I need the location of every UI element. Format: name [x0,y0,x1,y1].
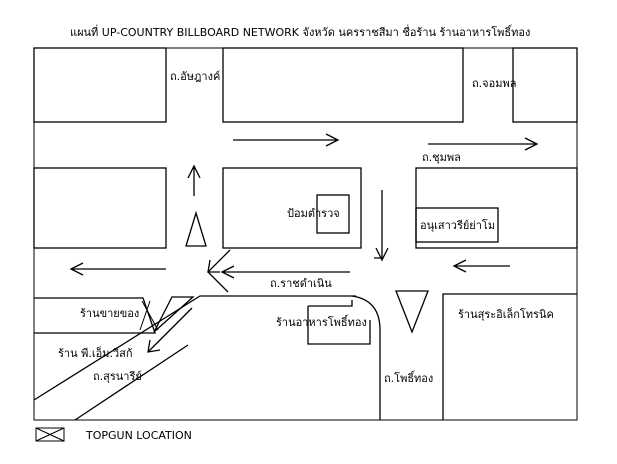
legend-crossed-box-icon [35,427,65,442]
arrow-southwest-icon [147,307,193,353]
restaurant-edge [308,300,353,307]
legend-label: TOPGUN LOCATION [85,429,192,442]
arrow-west-right-icon [452,259,510,273]
triangle-marker-south-icon [395,290,429,334]
map-title: แผนที่ UP-COUNTRY BILLBOARD NETWORK จังห… [70,24,530,39]
shop-gold-label: ร้านขายของ [80,307,139,320]
phothong-road-west-edge [351,295,381,420]
monument-label: อนุเสาวรีย์ย่าโม [420,218,495,232]
road-ratchadamnoen-label: ถ.ราชดำเนิน [270,277,332,290]
arrow-east-top-icon [233,133,340,147]
legend-cross-lines-icon [35,427,65,442]
legend: TOPGUN LOCATION [35,427,192,442]
arrow-south-icon [374,190,389,262]
suranaree-road-edge-lower [74,344,189,421]
traffic-arrows [69,133,539,353]
block-mid-center [222,167,362,249]
restaurant-block [307,306,371,345]
topgun-location-marker [139,300,159,331]
shop-pm-vision-label: ร้าน พี.เอ็ม.วิสก้ [58,346,133,360]
road-phothong-label: ถ.โพธิ์ทอง [384,370,433,385]
arrow-west-ratchadamnoen-icon [220,265,350,279]
triangle-marker-diagonal-icon [153,296,195,333]
road-assadang-label: ถ.อัษฎางค์ [170,70,220,83]
police-box-label: ป้อมตำรวจ [287,207,340,220]
map-frame [33,47,578,421]
topgun-cross-icon [139,300,159,331]
road-jompol-label: ถ.จอมพล [472,77,516,90]
arrow-turn-icon [207,249,231,293]
block-mid-left [33,167,167,249]
shop-electronics-label: ร้านสุระอิเล็กโทรนิค [458,307,554,321]
arrow-east-chumphol-icon [428,137,539,151]
restaurant-label: ร้านอาหารโพธิ์ทอง [276,314,367,329]
block-bottom-right [442,293,577,420]
city-blocks [33,47,578,249]
block-top-center [222,47,464,123]
block-top-left [33,47,167,123]
suranaree-road-edge-upper [33,295,356,401]
block-bottom-left [34,297,156,334]
block-top-right [512,47,578,123]
road-suranaree-label: ถ.สุรนารีย์ [93,370,142,383]
triangle-marker-north-icon [185,210,207,247]
arrow-west-icon [69,262,166,276]
monument-shape [415,207,499,243]
road-chumphol-label: ถ.ชุมพล [422,151,461,164]
arrow-north-icon [187,164,201,196]
police-box-shape [316,194,350,234]
